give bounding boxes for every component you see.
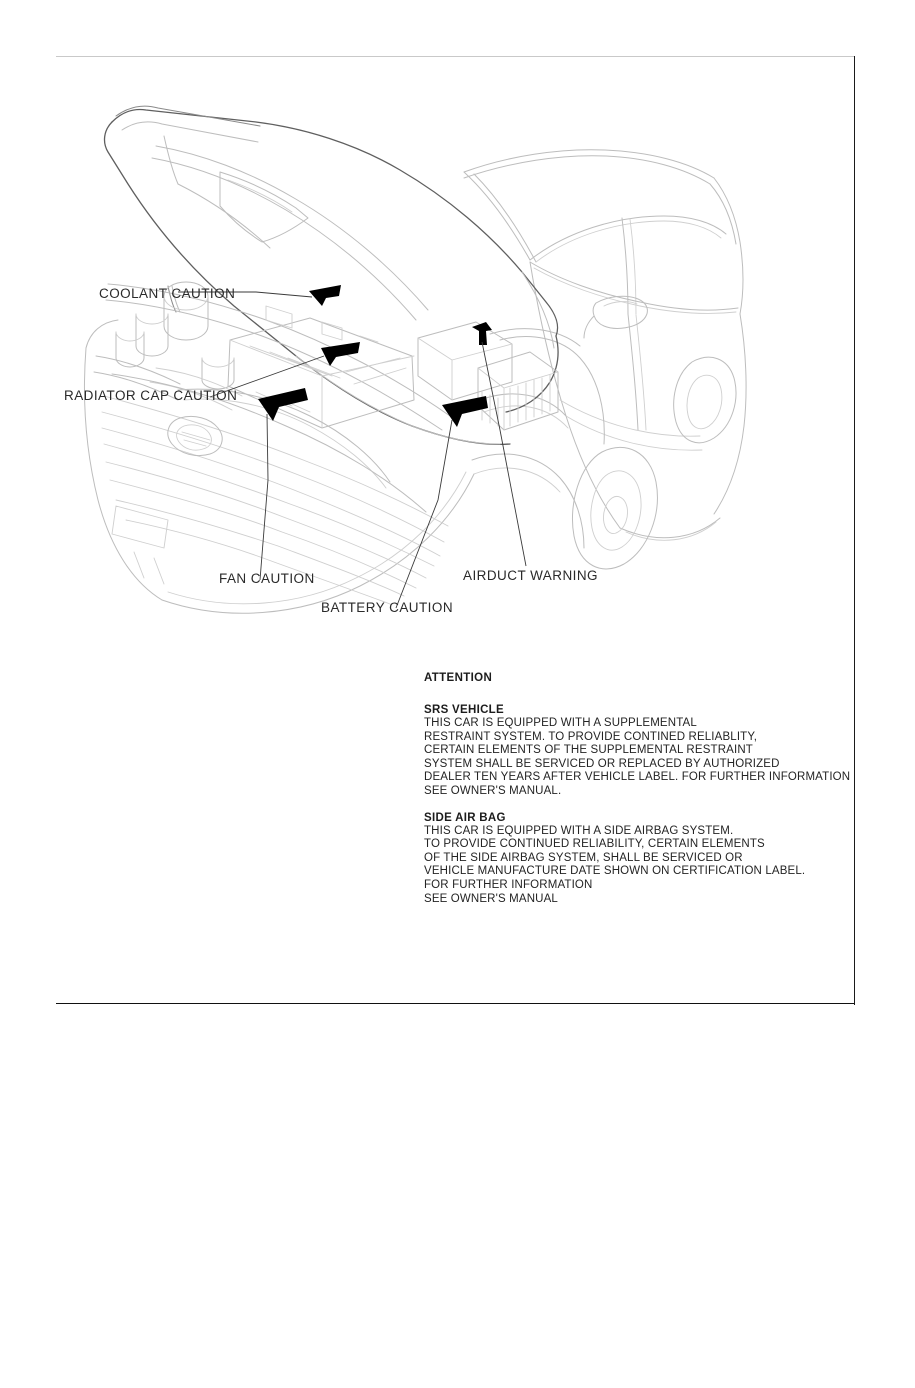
srs-vehicle-body: THIS CAR IS EQUIPPED WITH A SUPPLEMENTAL… bbox=[424, 717, 851, 799]
callout-label-battery-caution: BATTERY CAUTION bbox=[321, 600, 454, 615]
page-frame-top-rule bbox=[56, 56, 855, 57]
srs-line: CERTAIN ELEMENTS OF THE SUPPLEMENTAL RES… bbox=[424, 744, 753, 757]
leader-radiator-cap bbox=[209, 355, 325, 398]
attention-heading: ATTENTION bbox=[424, 672, 493, 684]
sab-line: SEE OWNER'S MANUAL bbox=[424, 892, 558, 905]
spacer bbox=[424, 685, 844, 703]
marker-fan bbox=[258, 388, 308, 421]
sab-line: VEHICLE MANUFACTURE DATE SHOWN ON CERTIF… bbox=[424, 865, 806, 878]
spacer bbox=[424, 799, 844, 811]
rear-wheel bbox=[673, 356, 737, 444]
callout-label-airduct-warning: AIRDUCT WARNING bbox=[463, 568, 598, 583]
sab-line: OF THE SIDE AIRBAG SYSTEM, SHALL BE SERV… bbox=[424, 851, 743, 864]
front-fender bbox=[471, 328, 605, 549]
warning-label-markers bbox=[258, 285, 492, 427]
srs-line: SEE OWNER'S MANUAL. bbox=[424, 784, 562, 797]
sab-line: TO PROVIDE CONTINUED RELIABILITY, CERTAI… bbox=[424, 838, 765, 851]
srs-vehicle-title: SRS VEHICLE bbox=[424, 704, 504, 716]
srs-line: SYSTEM SHALL BE SERVICED OR REPLACED BY … bbox=[424, 757, 780, 770]
side-air-bag-title: SIDE AIR BAG bbox=[424, 811, 506, 824]
sab-line: THIS CAR IS EQUIPPED WITH A SIDE AIRBAG … bbox=[424, 824, 734, 837]
leader-fan bbox=[259, 413, 269, 581]
srs-line: RESTRAINT SYSTEM. TO PROVIDE CONTINED RE… bbox=[424, 730, 758, 743]
callout-label-coolant-caution: COOLANT CAUTION bbox=[99, 286, 236, 301]
vehicle-illustration: .bl { fill:none; stroke:#bdbdbd; stroke-… bbox=[60, 100, 850, 630]
front-wheel bbox=[571, 447, 658, 570]
side-air-bag-section: SIDE AIR BAG THIS CAR IS EQUIPPED WITH A… bbox=[424, 811, 844, 907]
marker-coolant bbox=[309, 285, 341, 306]
front-end bbox=[84, 319, 475, 614]
marker-airduct bbox=[472, 322, 492, 345]
page-frame-right-rule bbox=[854, 56, 855, 1005]
attention-notice-block: ATTENTION SRS VEHICLE THIS CAR IS EQUIPP… bbox=[424, 671, 851, 907]
leader-coolant bbox=[178, 291, 313, 298]
srs-vehicle-section: SRS VEHICLE THIS CAR IS EQUIPPED WITH A … bbox=[424, 703, 851, 799]
page-frame-bottom-rule bbox=[56, 1003, 855, 1004]
marker-radiator-cap bbox=[321, 342, 360, 366]
hood-prop bbox=[167, 285, 181, 313]
srs-line: THIS CAR IS EQUIPPED WITH A SUPPLEMENTAL bbox=[424, 717, 697, 729]
car-body-outline bbox=[463, 149, 747, 541]
srs-line: DEALER TEN YEARS AFTER VEHICLE LABEL. FO… bbox=[424, 771, 851, 784]
leader-lines bbox=[178, 291, 527, 609]
callout-label-fan-caution: FAN CAUTION bbox=[219, 571, 315, 586]
side-air-bag-body: THIS CAR IS EQUIPPED WITH A SIDE AIRBAG … bbox=[424, 825, 844, 907]
leader-battery bbox=[395, 419, 453, 609]
sab-line: FOR FURTHER INFORMATION bbox=[424, 878, 593, 891]
side-mirror bbox=[583, 295, 648, 339]
engine-bay bbox=[105, 281, 559, 513]
leader-airduct bbox=[481, 341, 527, 567]
callout-label-radiator-cap-caution: RADIATOR CAP CAUTION bbox=[64, 388, 238, 403]
marker-battery bbox=[442, 396, 488, 427]
